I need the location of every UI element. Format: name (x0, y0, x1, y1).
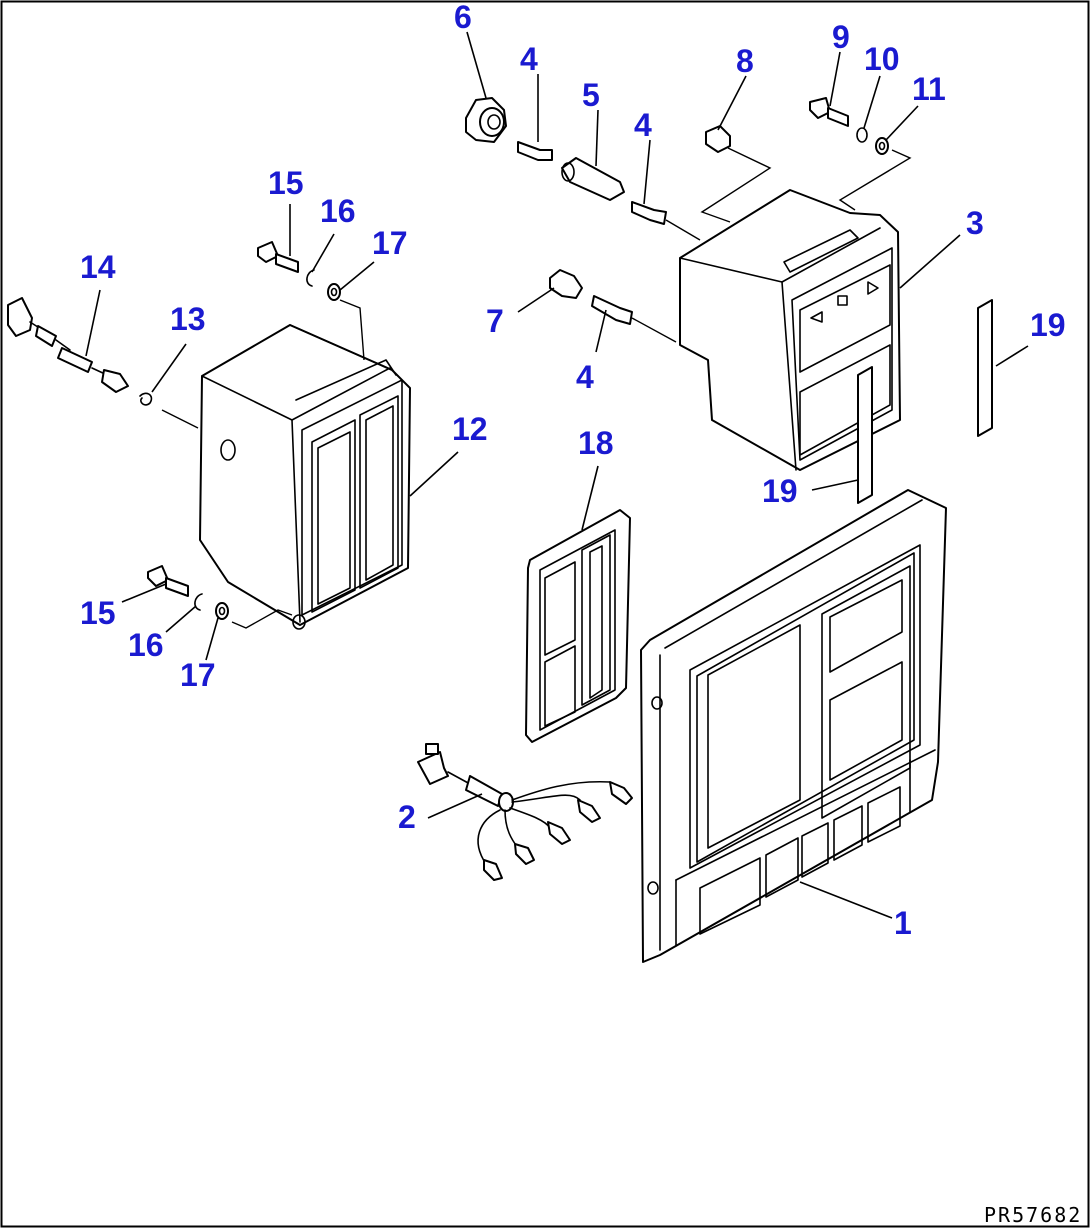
callout-16-bottom: 16 (128, 627, 164, 663)
part-19-strip-right (977, 299, 993, 437)
callout-15-top: 15 (268, 165, 304, 201)
part-11-washer (875, 137, 889, 155)
part-7-nut (549, 269, 583, 299)
part-10-washer (856, 127, 868, 143)
part-4-pin-top-right (631, 201, 667, 225)
part-3-right-case (679, 189, 901, 471)
callout-4-top-right: 4 (634, 107, 652, 143)
callout-12: 12 (452, 411, 488, 447)
callout-4-top-left: 4 (520, 41, 538, 77)
callout-2: 2 (398, 799, 416, 835)
assembly-lines (161, 147, 912, 629)
part-4-pin-top-left (517, 141, 553, 161)
part-4-pin-middle (591, 295, 633, 325)
callout-11: 11 (912, 71, 946, 107)
part-6-knob (465, 97, 507, 143)
part-17-washer-top (327, 283, 341, 301)
part-12-left-case (199, 324, 411, 630)
part-9-bolt (809, 97, 849, 127)
callout-13: 13 (170, 301, 206, 337)
callout-4-middle: 4 (576, 359, 594, 395)
part-17-washer-bottom (215, 602, 229, 620)
callout-16-top: 16 (320, 193, 356, 229)
callout-1: 1 (894, 905, 912, 941)
callout-labels: 6 4 5 4 8 9 10 11 7 4 15 16 17 14 13 12 … (80, 0, 1066, 941)
callout-19-right: 19 (1030, 307, 1066, 343)
part-19-strip-center (857, 366, 873, 504)
callout-5: 5 (582, 77, 600, 113)
leader-lines (85, 31, 1029, 919)
part-1-front-panel (640, 489, 947, 963)
callout-9: 9 (832, 19, 850, 55)
callout-10: 10 (864, 41, 900, 77)
callout-14: 14 (80, 249, 116, 285)
part-13-clip (139, 392, 153, 406)
part-16-washer-bottom (194, 593, 203, 611)
part-16-washer-top (306, 269, 315, 287)
part-18-gasket (525, 509, 631, 743)
callout-8: 8 (736, 43, 754, 79)
callout-3: 3 (966, 205, 984, 241)
callout-6: 6 (454, 0, 472, 35)
part-2-wiring-harness (417, 743, 633, 881)
callout-18: 18 (578, 425, 614, 461)
callout-15-bottom: 15 (80, 595, 116, 631)
drawing-reference-number: PR57682 (984, 1203, 1082, 1227)
part-5-shaft (561, 157, 625, 201)
callout-17-bottom: 17 (180, 657, 216, 693)
part-14-harness (7, 297, 129, 393)
callout-17-top: 17 (372, 225, 408, 261)
callout-7: 7 (486, 303, 504, 339)
part-15-bolt-top (257, 241, 299, 273)
callout-19-center: 19 (762, 473, 798, 509)
part-15-bolt-bottom (147, 565, 189, 597)
